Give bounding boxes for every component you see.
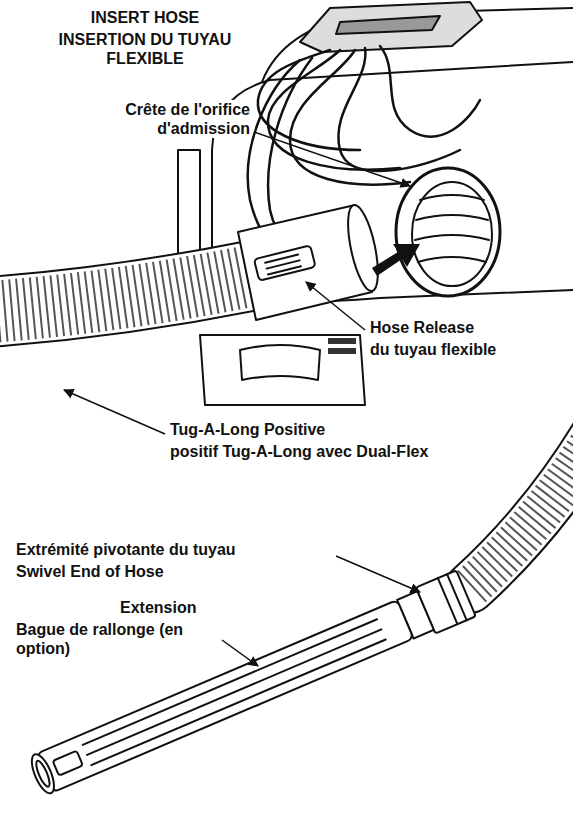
part-label: Crête de l'orifice d'admission (60, 100, 252, 138)
part-label: Bague de rallonge (en option) (14, 620, 220, 658)
part-label: positif Tug-A-Long avec Dual-Flex (168, 442, 438, 461)
part-label: Hose Release (368, 318, 568, 337)
part-label: du tuyau flexible (368, 340, 568, 359)
diagram-title: INSERTION DU TUYAU FLEXIBLE (40, 30, 250, 68)
part-label: Extension (118, 598, 258, 617)
heading-text: INSERT HOSE (40, 8, 250, 27)
part-label: Extrémité pivotante du tuyau (14, 540, 336, 559)
part-label: Swivel End of Hose (14, 562, 336, 581)
part-label: Tug-A-Long Positive (168, 420, 458, 439)
